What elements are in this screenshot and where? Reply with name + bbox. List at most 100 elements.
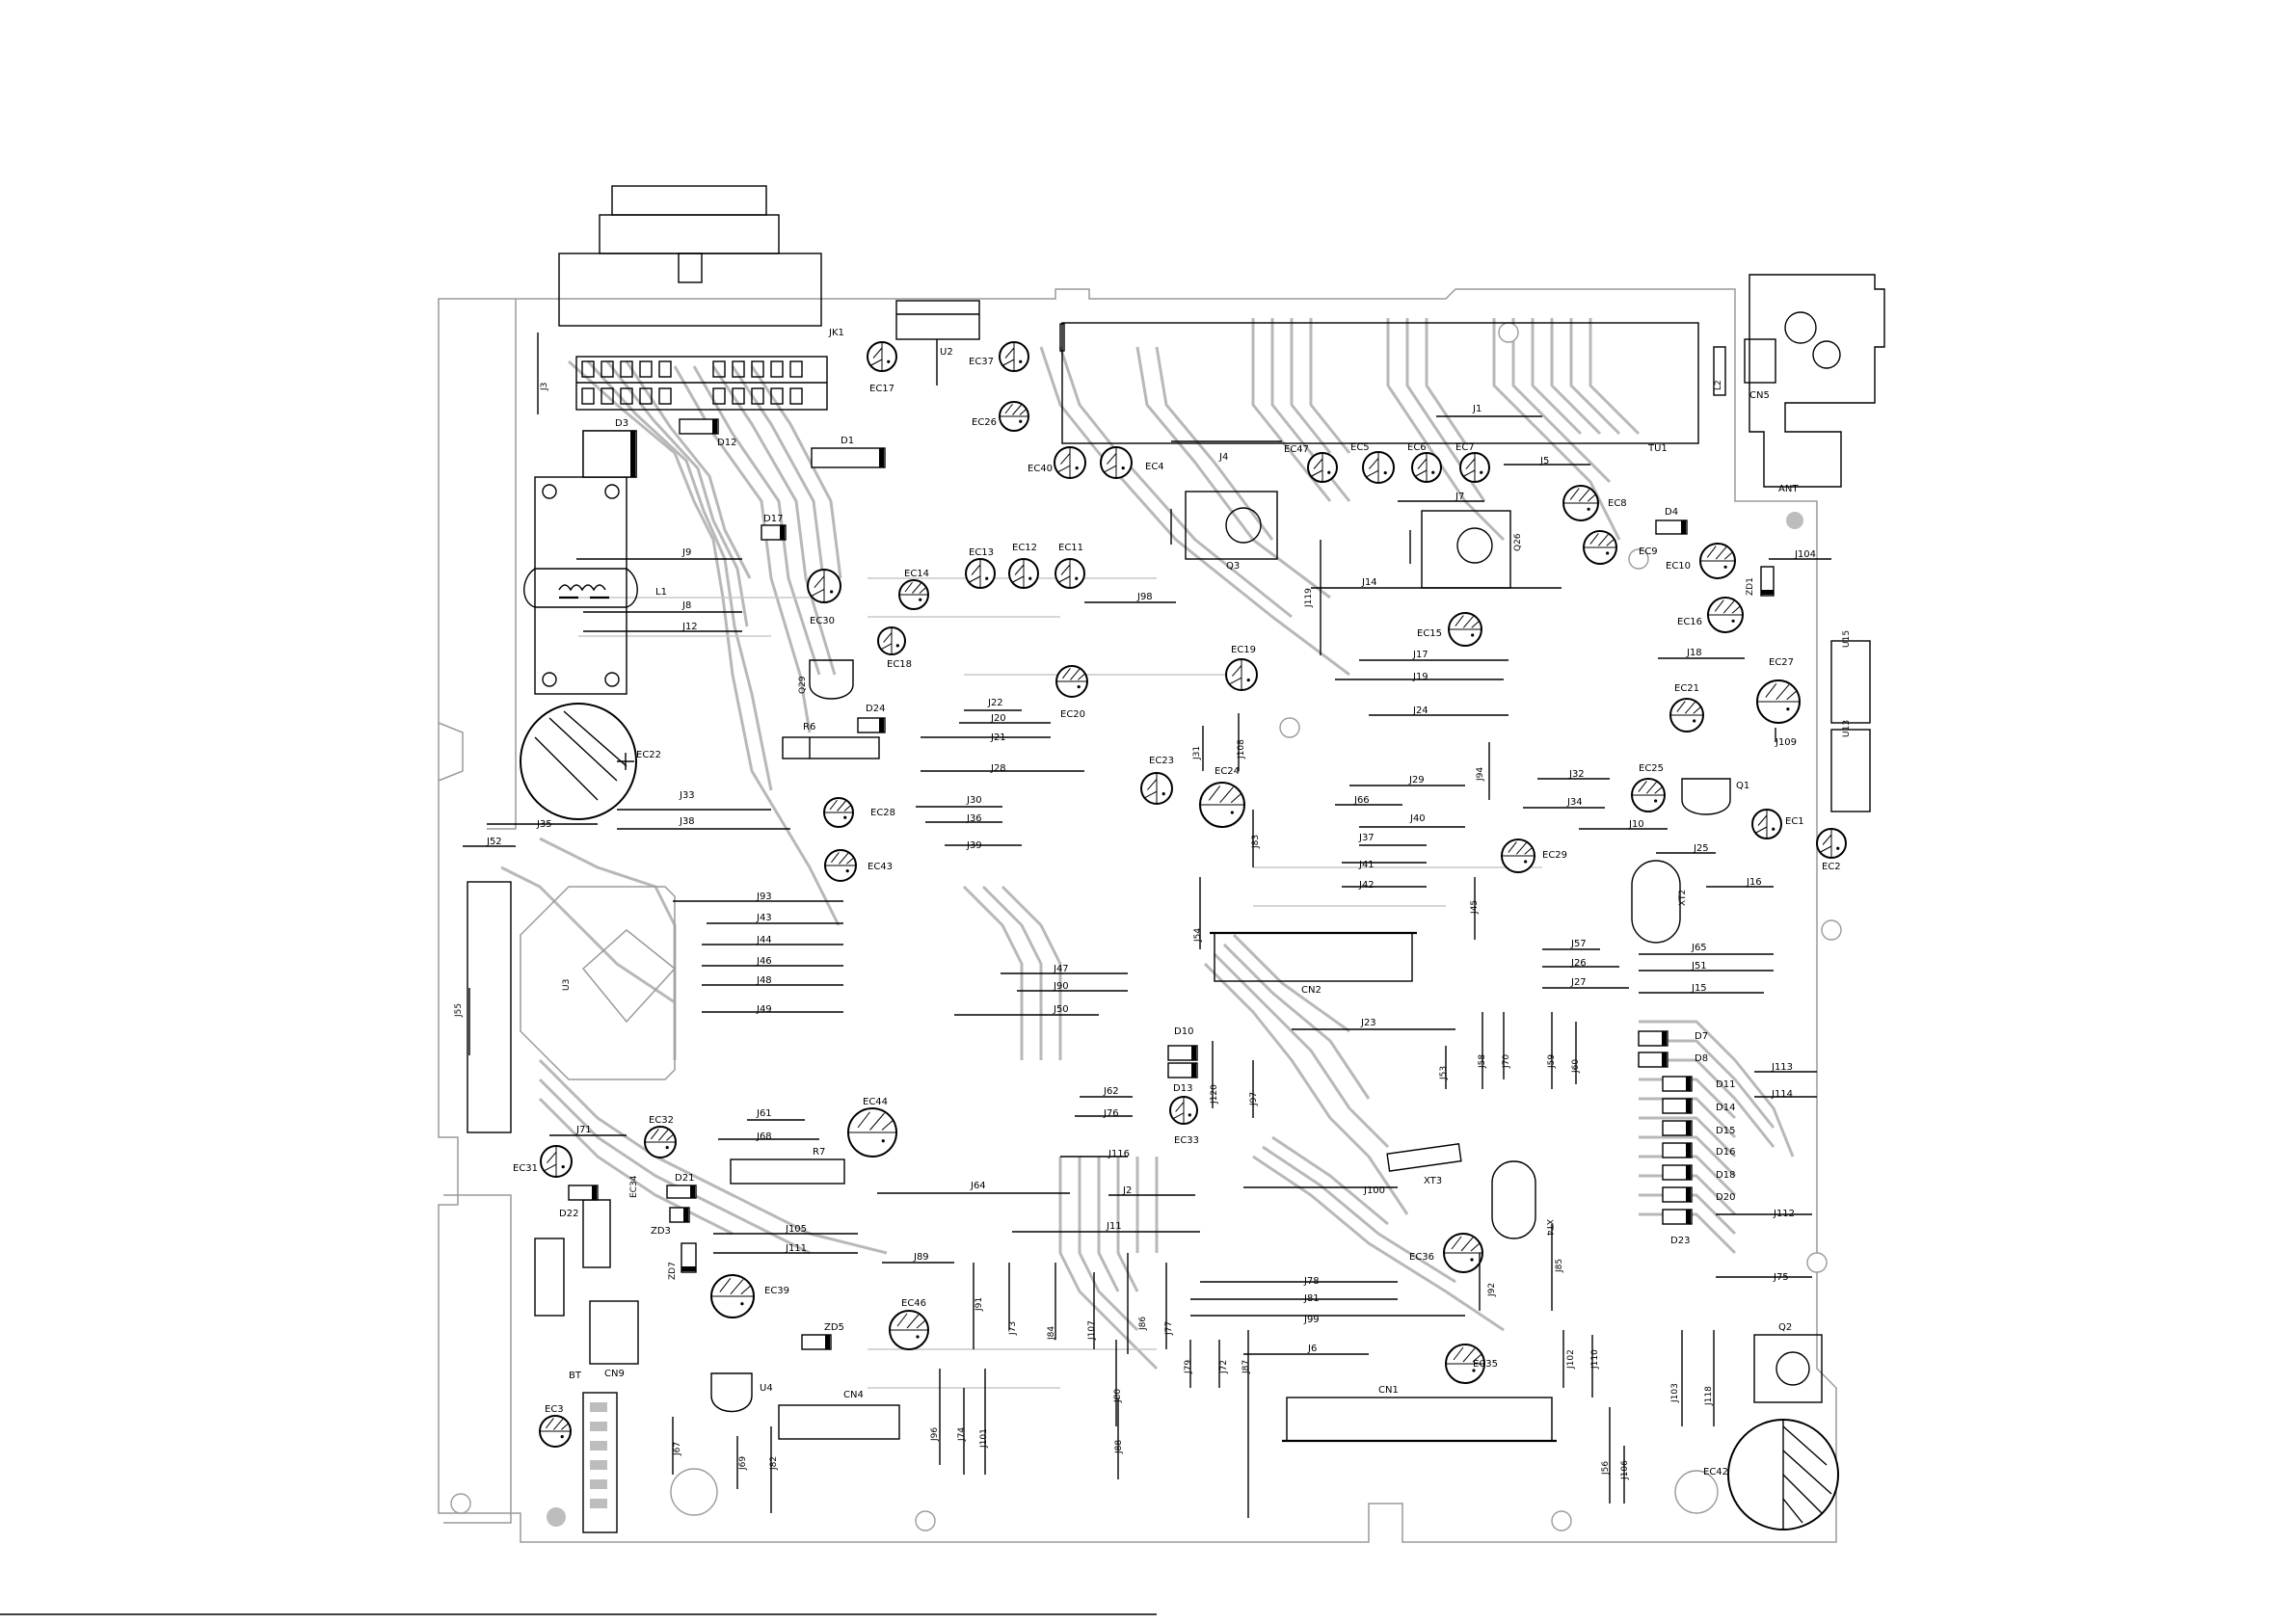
capacitor-ec9 bbox=[1583, 530, 1617, 565]
capacitor-ec35 bbox=[1445, 1344, 1485, 1384]
label-ant: ANT bbox=[1778, 484, 1799, 494]
capacitor-ec4 bbox=[1100, 446, 1133, 479]
label-j55: J55 bbox=[454, 1003, 464, 1018]
label-ec24: EC24 bbox=[1215, 766, 1240, 777]
crystal-xt4 bbox=[1491, 1160, 1536, 1239]
label-j113: J113 bbox=[1771, 1062, 1793, 1073]
ic-u15 bbox=[1830, 640, 1871, 724]
label-u4: U4 bbox=[760, 1383, 773, 1394]
tuner-tu1 bbox=[1059, 322, 1699, 444]
label-j94: J94 bbox=[1476, 767, 1485, 782]
label-ec42: EC42 bbox=[1703, 1467, 1728, 1478]
transistor-q26 bbox=[1409, 510, 1511, 589]
diode-d14 bbox=[1662, 1098, 1693, 1114]
label-ec4: EC4 bbox=[1145, 462, 1164, 472]
label-j83: J83 bbox=[1251, 835, 1261, 849]
label-j50: J50 bbox=[1053, 1004, 1069, 1015]
capacitor-ec44 bbox=[847, 1107, 897, 1158]
diode-zd1 bbox=[1760, 566, 1775, 597]
label-d21: D21 bbox=[675, 1173, 694, 1184]
label-j1: J1 bbox=[1472, 404, 1482, 414]
label-j40: J40 bbox=[1409, 813, 1426, 824]
label-ec10: EC10 bbox=[1666, 561, 1691, 572]
label-ec9: EC9 bbox=[1639, 546, 1658, 557]
label-j110: J110 bbox=[1590, 1349, 1600, 1370]
label-j39: J39 bbox=[966, 840, 982, 851]
label-j112: J112 bbox=[1773, 1209, 1795, 1219]
label-j72: J72 bbox=[1219, 1360, 1229, 1374]
label-xt4: XT4 bbox=[1544, 1219, 1554, 1237]
diode-d17 bbox=[761, 524, 787, 541]
capacitor-ec11 bbox=[1055, 558, 1085, 589]
label-d23: D23 bbox=[1670, 1236, 1690, 1246]
label-j100: J100 bbox=[1363, 1185, 1385, 1196]
label-j106: J106 bbox=[1620, 1460, 1630, 1480]
label-ec44: EC44 bbox=[863, 1097, 888, 1107]
ic-u13 bbox=[1830, 729, 1871, 812]
capacitor-ec20 bbox=[1055, 665, 1088, 698]
label-j54: J54 bbox=[1193, 928, 1203, 943]
label-ec23: EC23 bbox=[1149, 756, 1174, 766]
label-j43: J43 bbox=[756, 913, 772, 923]
label-j86: J86 bbox=[1138, 1317, 1148, 1331]
label-j35: J35 bbox=[536, 819, 552, 830]
label-zd5: ZD5 bbox=[824, 1322, 844, 1333]
label-j30: J30 bbox=[966, 795, 982, 806]
capacitor-ec1 bbox=[1751, 809, 1782, 839]
label-ec34: EC34 bbox=[629, 1175, 639, 1198]
capacitor-ec36 bbox=[1443, 1233, 1483, 1273]
label-ec13: EC13 bbox=[969, 547, 994, 558]
capacitor-ec42 bbox=[1727, 1419, 1839, 1531]
label-cn9: CN9 bbox=[604, 1369, 625, 1379]
label-ec35: EC35 bbox=[1473, 1359, 1498, 1370]
label-j14: J14 bbox=[1361, 577, 1377, 588]
label-ec28: EC28 bbox=[870, 808, 895, 818]
label-ec25: EC25 bbox=[1639, 763, 1664, 774]
capacitor-ec7 bbox=[1459, 452, 1490, 483]
connector-cn1 bbox=[1282, 1397, 1557, 1443]
label-j59: J59 bbox=[1547, 1054, 1557, 1069]
diode-d12 bbox=[679, 418, 719, 435]
capacitor-ec14 bbox=[898, 579, 929, 610]
label-l1: L1 bbox=[655, 587, 667, 598]
label-j119: J119 bbox=[1304, 588, 1314, 608]
label-j47: J47 bbox=[1053, 964, 1069, 974]
label-d13: D13 bbox=[1173, 1083, 1192, 1094]
diode-d15 bbox=[1662, 1120, 1693, 1136]
diode-d10 bbox=[1167, 1045, 1198, 1061]
label-j57: J57 bbox=[1570, 939, 1587, 949]
capacitor-ec8 bbox=[1562, 485, 1599, 521]
label-zd7: ZD7 bbox=[668, 1262, 678, 1280]
label-j21: J21 bbox=[990, 732, 1006, 743]
label-cn5: CN5 bbox=[1749, 390, 1770, 401]
resistor-r7 bbox=[730, 1158, 845, 1185]
label-j15: J15 bbox=[1691, 983, 1707, 994]
label-ec30: EC30 bbox=[810, 616, 835, 626]
label-ec32: EC32 bbox=[649, 1115, 674, 1126]
transistor-q2 bbox=[1753, 1334, 1823, 1403]
label-j38: J38 bbox=[679, 816, 695, 827]
mounting-holes bbox=[450, 322, 1842, 1531]
capacitor-ec17 bbox=[867, 341, 897, 372]
label-j61: J61 bbox=[756, 1108, 772, 1119]
label-j107: J107 bbox=[1087, 1320, 1097, 1341]
label-j109: J109 bbox=[1775, 737, 1797, 748]
label-q26: Q26 bbox=[1513, 533, 1523, 551]
diode-d18 bbox=[1662, 1164, 1693, 1181]
diode-d16 bbox=[1662, 1142, 1693, 1158]
label-d1: D1 bbox=[841, 436, 854, 446]
label-j5: J5 bbox=[1539, 456, 1549, 466]
jumper-wires bbox=[463, 415, 1831, 1518]
label-ec2: EC2 bbox=[1822, 862, 1841, 872]
diode-zd7 bbox=[681, 1242, 697, 1273]
label-j85: J85 bbox=[1555, 1259, 1564, 1273]
label-j92: J92 bbox=[1487, 1283, 1497, 1297]
label-ec26: EC26 bbox=[972, 417, 997, 428]
antenna-connector bbox=[1713, 274, 1885, 488]
label-j96: J96 bbox=[930, 1427, 940, 1442]
diode-d21 bbox=[666, 1185, 697, 1199]
label-j9: J9 bbox=[681, 547, 691, 558]
label-zd3: ZD3 bbox=[651, 1226, 671, 1237]
label-ec16: EC16 bbox=[1677, 617, 1702, 627]
label-cn2: CN2 bbox=[1301, 985, 1322, 996]
